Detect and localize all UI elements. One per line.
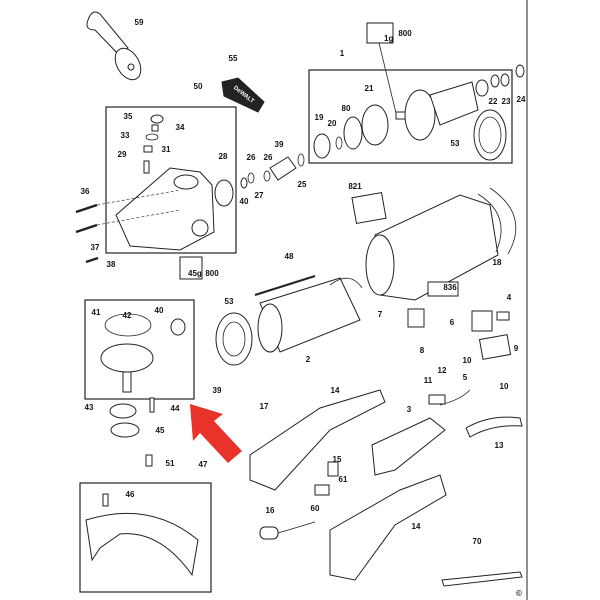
part-number-label: 10 xyxy=(500,382,509,391)
part-number-label: 41 xyxy=(92,308,101,317)
part-number-label: 7 xyxy=(378,310,383,319)
part-number-label: 4 xyxy=(507,293,512,302)
part-number-label: 37 xyxy=(91,243,100,252)
part-number-label: 8 xyxy=(420,346,425,355)
part-number-label: 35 xyxy=(124,112,133,121)
part-number-label: 9 xyxy=(514,344,519,353)
part-number-label: 42 xyxy=(123,311,132,320)
part-number-label: 51 xyxy=(166,459,175,468)
part-number-label: 39 xyxy=(275,140,284,149)
part-number-label: 26 xyxy=(264,153,273,162)
dewalt-badge: DeWALT xyxy=(221,77,265,113)
cable-sleeve xyxy=(465,416,523,438)
part-number-label: 14 xyxy=(331,386,340,395)
part-number-label: 11 xyxy=(424,376,433,385)
part-number-label: 53 xyxy=(451,139,460,148)
switch-part-60 xyxy=(314,484,330,496)
field-coil xyxy=(215,275,363,366)
part-number-label: 17 xyxy=(260,402,269,411)
capacitor xyxy=(259,526,279,540)
part-number-label: 800 xyxy=(205,269,219,278)
direction-arrow xyxy=(190,404,242,463)
armature-group-box xyxy=(308,69,513,164)
grease-box-45g xyxy=(179,256,203,280)
label-plate xyxy=(351,192,387,224)
handle-half-lower xyxy=(329,474,447,581)
part-number-label: 22 xyxy=(489,97,498,106)
part-number-label: 39 xyxy=(213,386,222,395)
part-number-label: 5 xyxy=(463,373,468,382)
part-number-label: 45 xyxy=(156,426,165,435)
part-number-label: 821 xyxy=(348,182,362,191)
part-number-label: 20 xyxy=(328,119,337,128)
part-number-label: 1 xyxy=(340,49,345,58)
part-number-label: 10 xyxy=(463,356,472,365)
brush-parts xyxy=(407,281,512,406)
grease-amount-label: 1g xyxy=(384,34,393,43)
handle-half-upper xyxy=(249,389,386,491)
part-number-label: 24 xyxy=(517,95,526,104)
part-number-label: 53 xyxy=(225,297,234,306)
side-handle xyxy=(86,11,142,81)
spindle-group-box xyxy=(84,299,195,400)
part-number-label: 70 xyxy=(473,537,482,546)
part-number-label: 2 xyxy=(306,355,311,364)
part-number-label: 55 xyxy=(229,54,238,63)
part-number-label: 18 xyxy=(493,258,502,267)
part-number-label: 21 xyxy=(365,84,374,93)
copyright-mark: © xyxy=(516,589,522,598)
switch xyxy=(371,417,446,476)
part-number-label: 29 xyxy=(118,150,127,159)
guard-group-box xyxy=(79,482,212,593)
part-number-label: 13 xyxy=(495,441,504,450)
part-number-label: 3 xyxy=(407,405,412,414)
part-number-label: 34 xyxy=(176,123,185,132)
part-number-label: 38 xyxy=(107,260,116,269)
part-number-label: 80 xyxy=(342,104,351,113)
spindle-assembly xyxy=(85,313,199,577)
gear-case: 45g xyxy=(75,114,305,280)
part-number-label: 46 xyxy=(126,490,135,499)
part-number-label: 40 xyxy=(155,306,164,315)
part-number-label: 43 xyxy=(85,403,94,412)
part-number-label: 15 xyxy=(333,455,342,464)
part-number-label: 33 xyxy=(121,131,130,140)
capacitor-wire xyxy=(277,521,316,534)
part-number-label: 26 xyxy=(247,153,256,162)
part-number-label: 14 xyxy=(412,522,421,531)
part-number-label: 59 xyxy=(135,18,144,27)
part-number-label: 28 xyxy=(219,152,228,161)
part-number-label: 60 xyxy=(311,504,320,513)
part-number-label: 47 xyxy=(199,460,208,469)
part-number-label: 50 xyxy=(194,82,203,91)
part-number-label: 31 xyxy=(162,145,171,154)
part-number-label: 61 xyxy=(339,475,348,484)
part-number-label: 6 xyxy=(450,318,455,327)
part-number-label: 12 xyxy=(438,366,447,375)
motor-housing xyxy=(365,187,517,301)
part-number-label: 48 xyxy=(285,252,294,261)
armature-assembly: 1g xyxy=(313,22,525,161)
part-number-label: 36 xyxy=(81,187,90,196)
gear-case-group-box xyxy=(105,106,237,254)
part-number-label: 800 xyxy=(398,29,412,38)
part-number-label: 23 xyxy=(502,97,511,106)
grease-amount-label: 45g xyxy=(188,269,202,278)
part-number-label: 836 xyxy=(443,283,457,292)
spanner-wrench xyxy=(441,571,523,587)
part-number-label: 27 xyxy=(255,191,264,200)
part-number-label: 44 xyxy=(171,404,180,413)
part-number-label: 19 xyxy=(315,113,324,122)
part-number-label: 16 xyxy=(266,506,275,515)
label-15 xyxy=(327,461,339,477)
part-number-label: 40 xyxy=(240,197,249,206)
part-number-label: 25 xyxy=(298,180,307,189)
